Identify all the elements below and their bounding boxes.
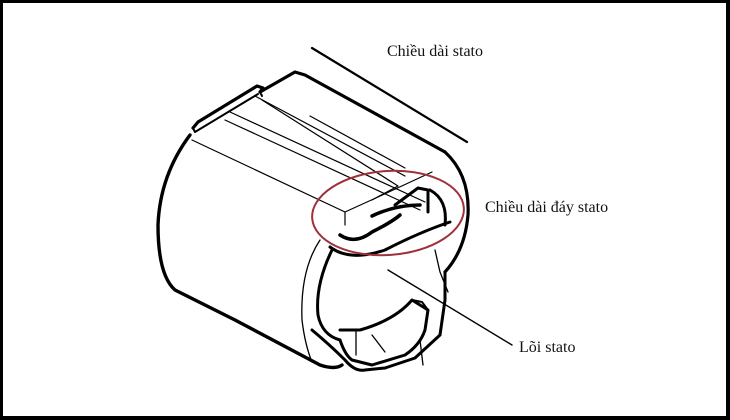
- stator-base-length-label: Chiều dài đáy stato: [485, 199, 609, 216]
- stator-base-highlight-ellipse: [311, 169, 465, 257]
- stator-body: [156, 70, 470, 370]
- stator-core-label: Lõi stato: [519, 339, 576, 356]
- stator-core-leader-line: [387, 269, 513, 346]
- stator-length-dimension-line: [310, 46, 469, 144]
- stator-length-label: Chiều dài stato: [387, 43, 483, 60]
- stator-core: [301, 186, 452, 372]
